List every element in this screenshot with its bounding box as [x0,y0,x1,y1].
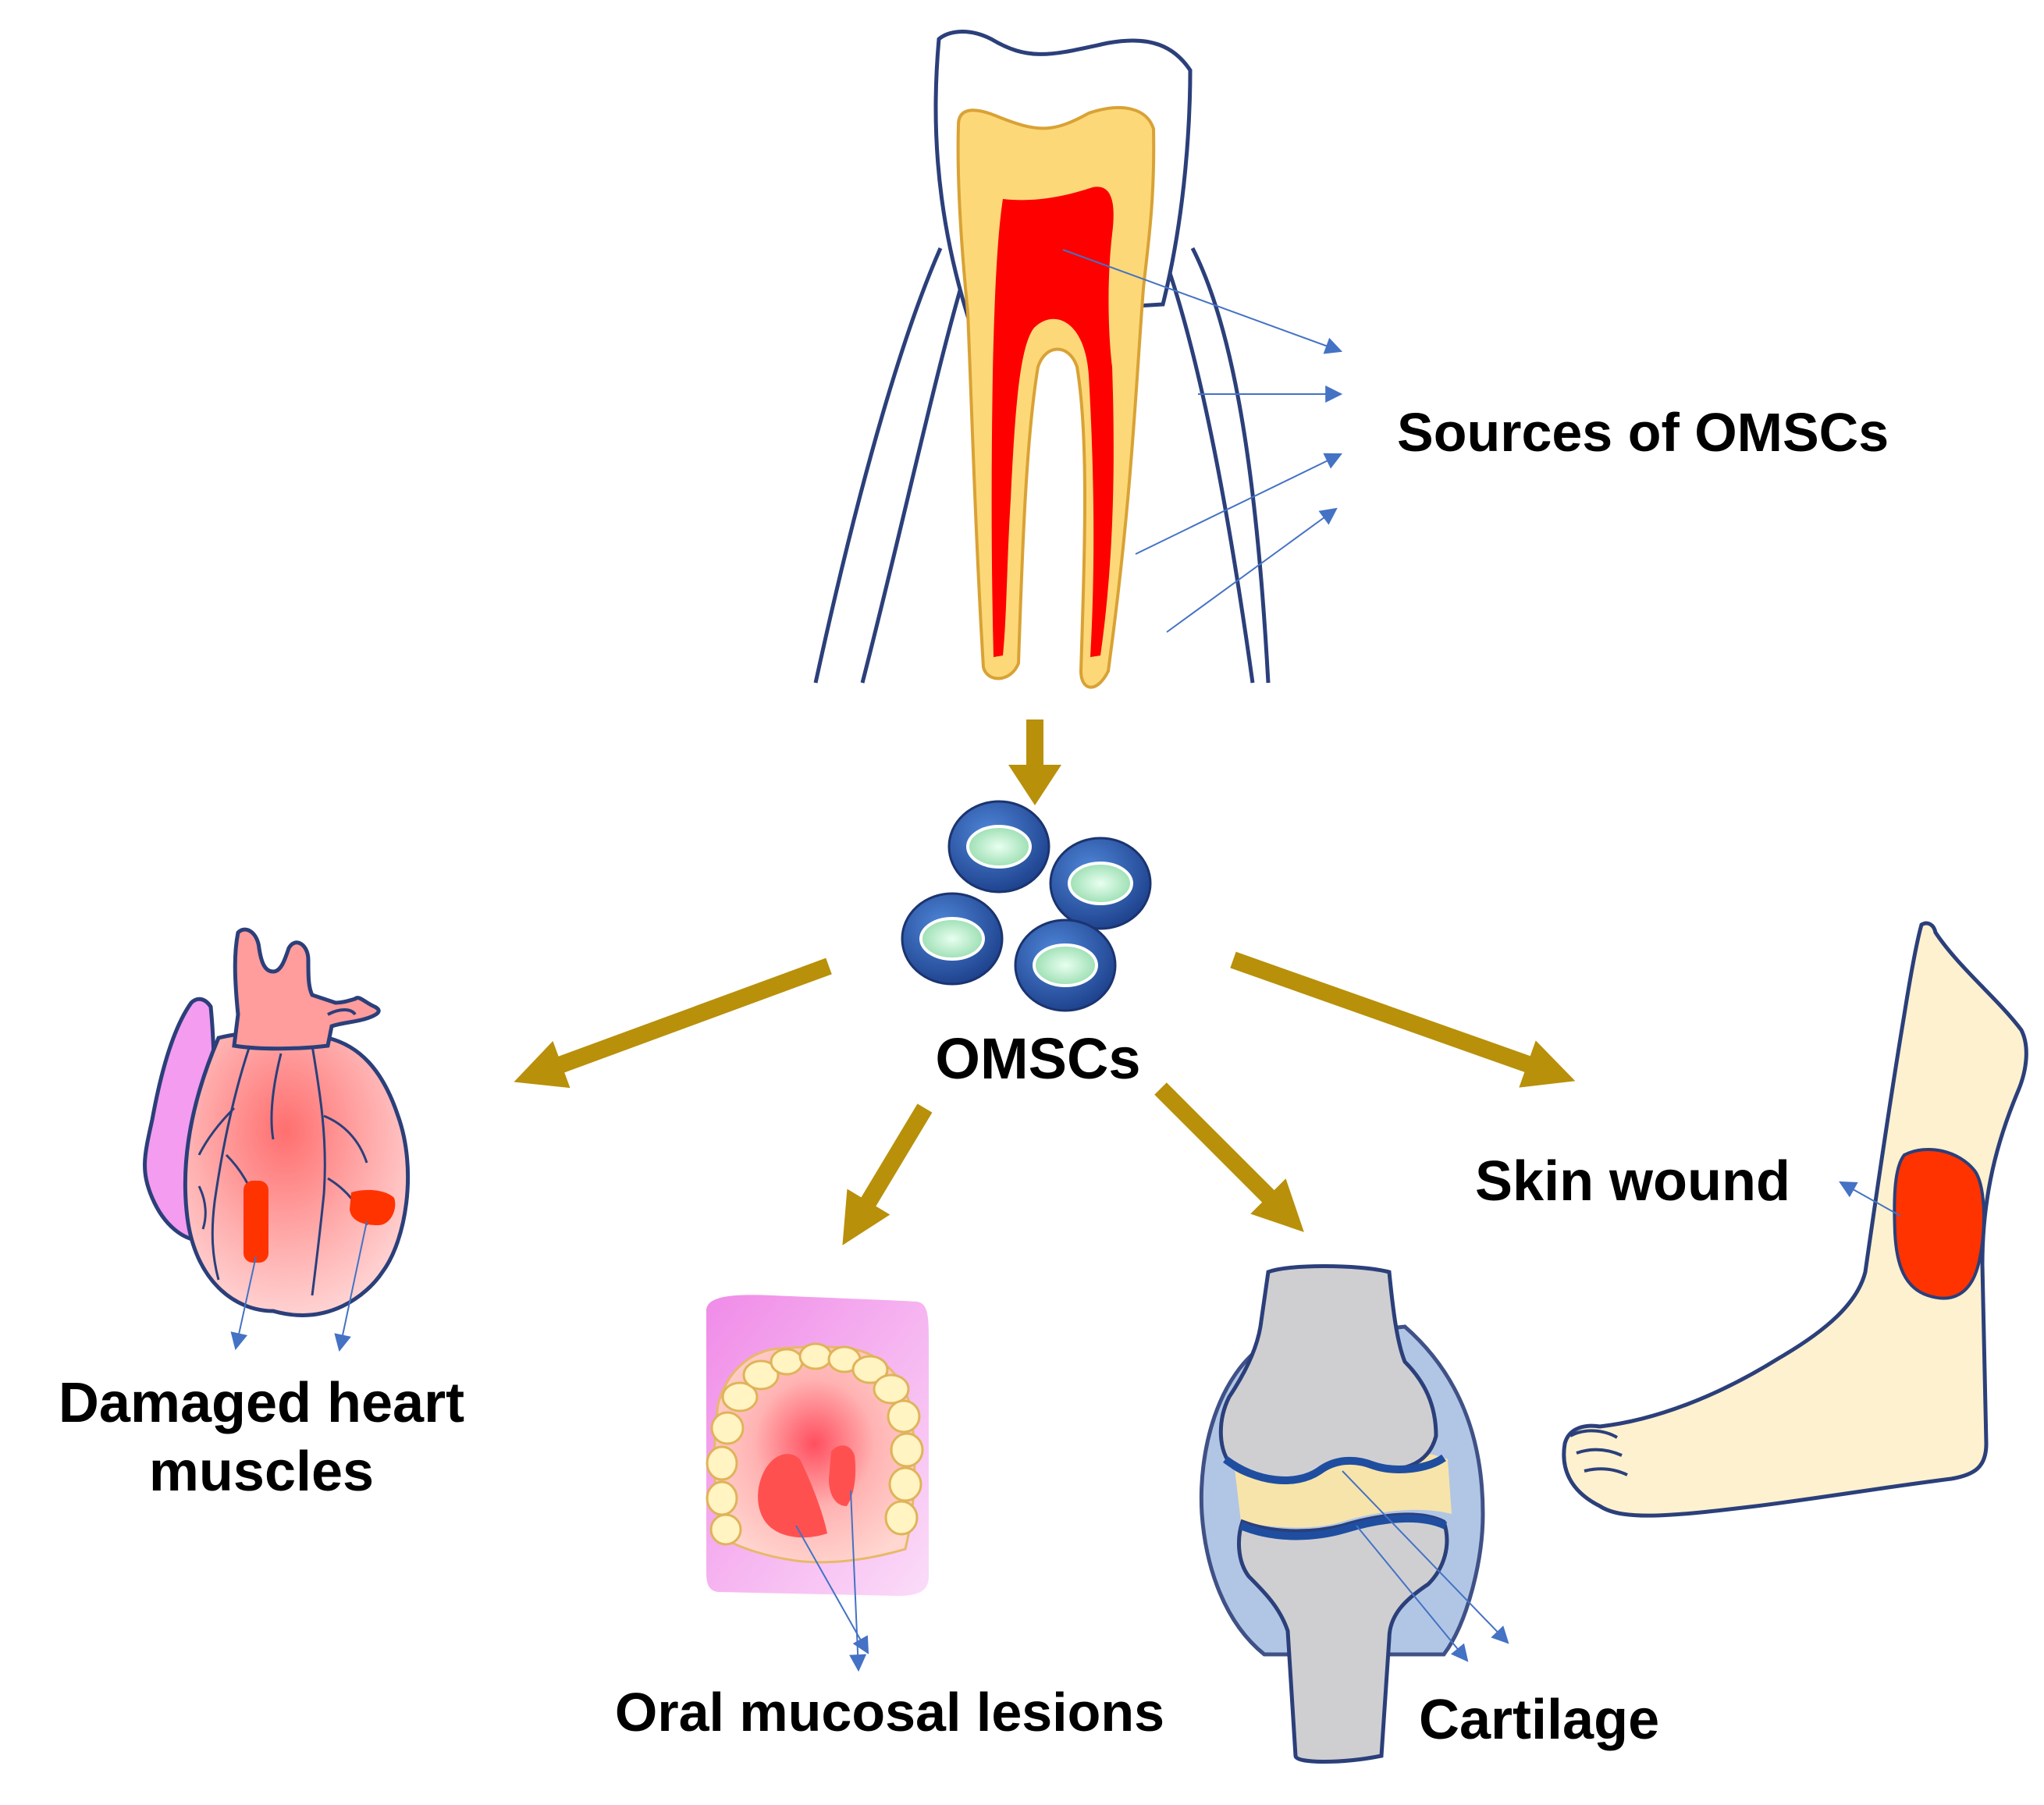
skin-label: Skin wound [1475,1150,1790,1213]
oral-label: Oral mucosal lesions [615,1682,1164,1743]
gingiva-arrow [1166,507,1338,633]
mouth-lesion [758,1454,827,1538]
heart-lesion [350,1189,396,1225]
skin-wound-lesion [1893,1148,1985,1300]
arrow-to-knee [1154,1082,1304,1232]
foot-pointer-arrow [1839,1181,1901,1217]
arrow-to-foot [1230,951,1576,1088]
stem-cell [947,800,1050,894]
teeth-arch [706,1342,924,1546]
stem-cell [1049,837,1152,930]
arrow-to-heart [514,958,832,1089]
sources-label: Sources of OMSCs [1397,402,1889,463]
knee-joint-icon [1199,1264,1485,1764]
heart-lesion [244,1181,268,1263]
tooth-icon [813,30,1271,689]
tooth-to-cells-arrow [1008,720,1061,805]
mouth-lesion [829,1445,856,1506]
omscs-label: OMSCs [935,1026,1140,1091]
mouth-pointer-arrows [795,1490,869,1672]
heart-pointer-arrows [230,1221,368,1352]
heart-label-line1: Damaged heart [59,1372,464,1434]
gold-arrows [514,951,1576,1245]
arrow-to-mouth [842,1103,933,1245]
stem-cells-icon [901,800,1152,1012]
cartilage-label: Cartilage [1419,1689,1659,1751]
pulp-arrow [1062,249,1343,354]
mouth-icon [706,1295,929,1596]
stem-cell [901,892,1004,986]
apical-arrow [1135,453,1342,555]
knee-pointer-arrows [1342,1470,1509,1662]
foot-icon [1562,921,2028,1518]
heart-label-line2: muscles [149,1441,374,1503]
stem-cell [1014,918,1117,1012]
heart-icon [143,927,411,1317]
source-pointer-arrows [1062,249,1343,633]
toes [1569,1429,1628,1476]
